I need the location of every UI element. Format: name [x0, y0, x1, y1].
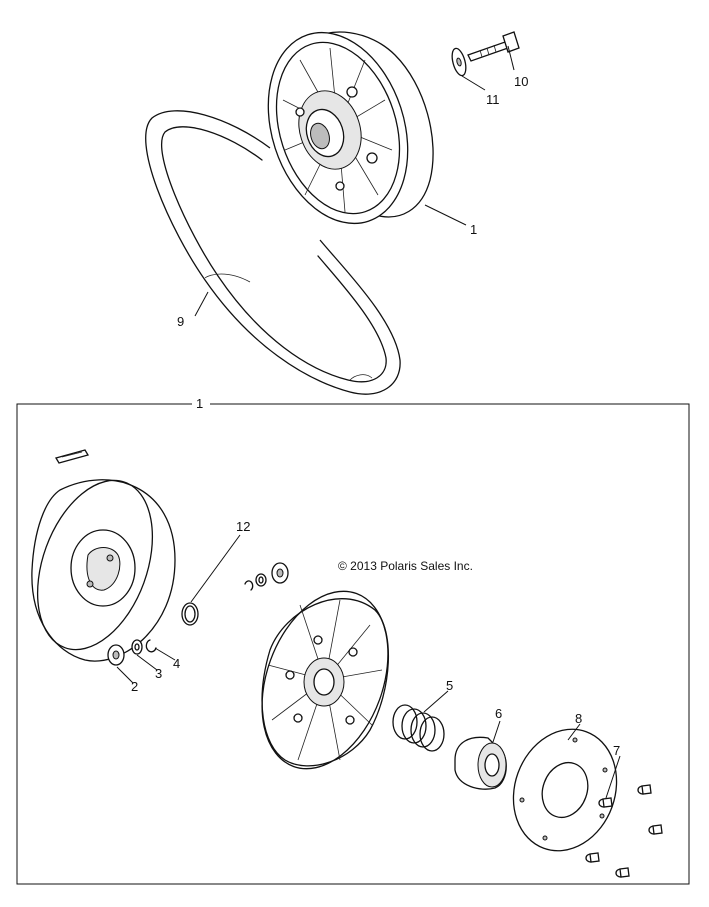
callout-12: 12	[236, 519, 250, 534]
washer-upper	[255, 573, 267, 587]
seal-ring-12	[181, 602, 199, 626]
assembly-frame	[16, 403, 690, 885]
callout-6: 6	[495, 706, 502, 721]
screw	[615, 867, 630, 878]
copyright-notice: © 2013 Polaris Sales Inc.	[338, 559, 473, 573]
stationary-sheave	[31, 479, 176, 662]
callout-1-top: 1	[470, 222, 477, 237]
spring-5	[392, 704, 445, 752]
callout-5: 5	[446, 678, 453, 693]
screw	[598, 797, 613, 808]
assembly-frame-label-gap	[192, 398, 210, 410]
drive-belt-9	[145, 110, 401, 395]
key	[55, 449, 89, 464]
callout-11: 11	[486, 92, 500, 107]
callout-7: 7	[613, 743, 620, 758]
cam-6	[454, 736, 507, 790]
clip-upper	[244, 580, 254, 591]
screws-7	[585, 784, 663, 878]
callout-1-box: 1	[196, 396, 203, 411]
callout-10: 10	[514, 74, 528, 89]
cover-plate-8	[512, 728, 618, 852]
callout-4: 4	[173, 656, 180, 671]
bearing-upper	[271, 562, 289, 584]
callout-9: 9	[177, 314, 184, 329]
screw	[585, 852, 600, 863]
leader-lines	[116, 45, 621, 799]
washer-11	[451, 47, 467, 77]
callout-numbers: 1 1 2 3 4 5 6 7 8 9 10 11 12	[131, 74, 620, 758]
driven-clutch-assembly	[267, 31, 434, 225]
screw	[637, 784, 652, 795]
retaining-ring-4	[145, 639, 157, 653]
bearing-2	[107, 644, 125, 666]
movable-sheave	[261, 590, 389, 770]
callout-3: 3	[155, 666, 162, 681]
washer-3	[131, 639, 143, 655]
bolt-10	[467, 31, 520, 62]
callout-8: 8	[575, 711, 582, 726]
callout-2: 2	[131, 679, 138, 694]
screw	[648, 824, 663, 835]
